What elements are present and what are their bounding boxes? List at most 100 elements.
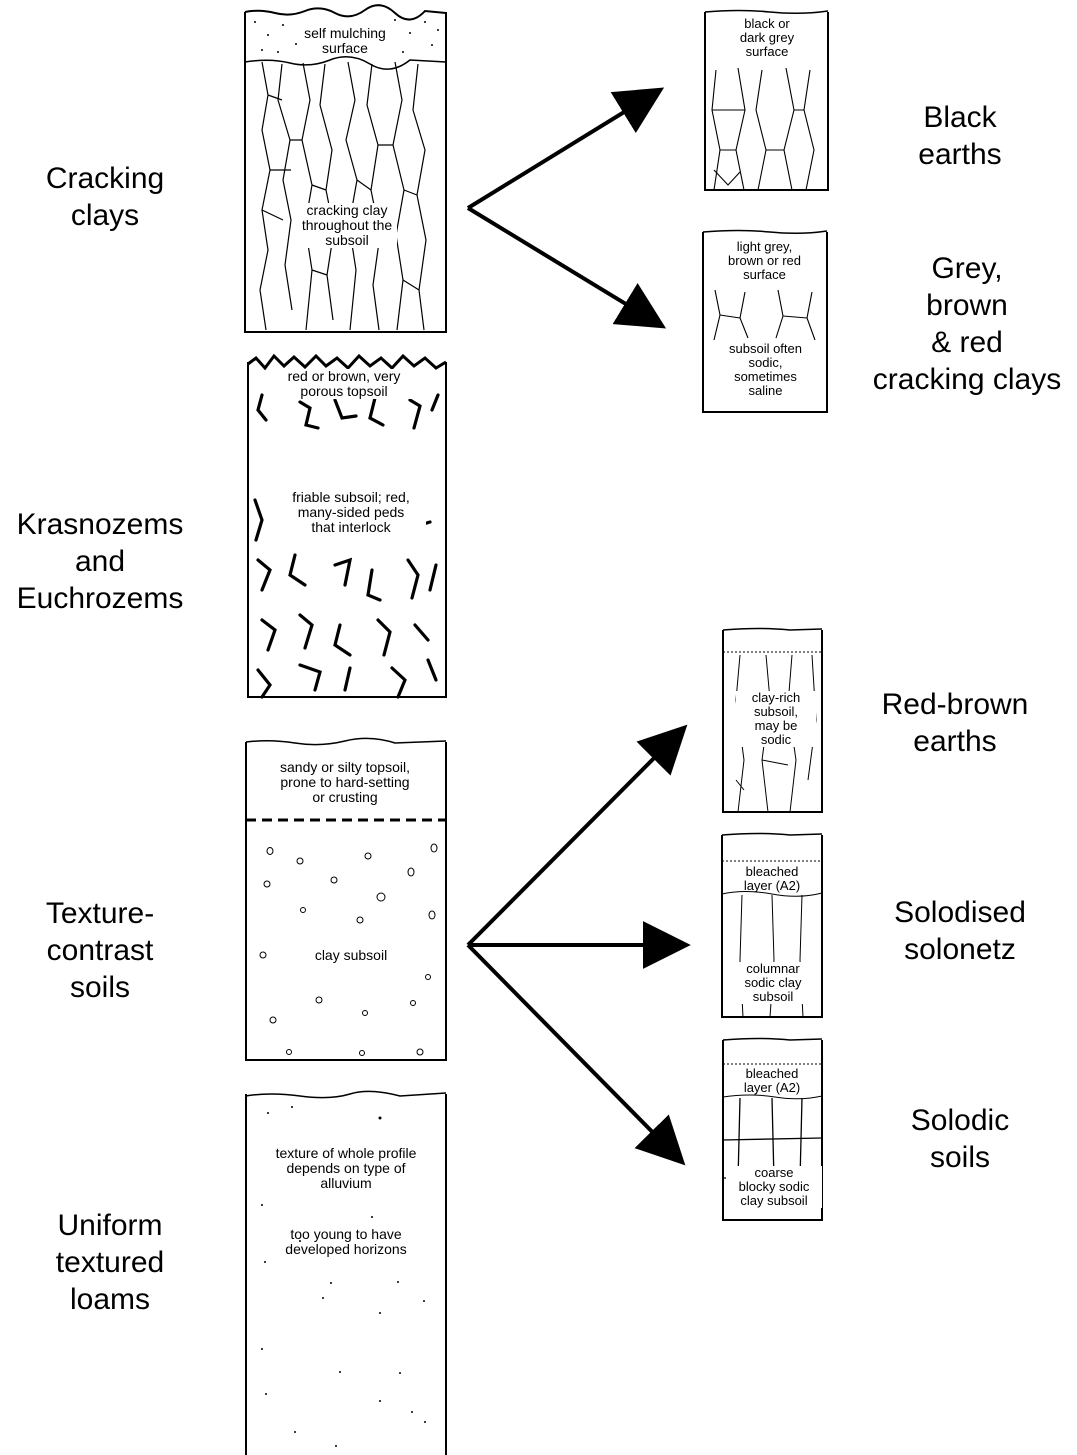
text-line: clay-rich bbox=[751, 690, 801, 705]
text-line: coarse bbox=[754, 1165, 794, 1180]
arrow-to-solodic-soils bbox=[466, 943, 686, 1166]
grey-cracking-clay-profile bbox=[702, 229, 828, 413]
label-line: earths bbox=[913, 725, 997, 758]
text-line: layer (A2) bbox=[743, 1080, 801, 1095]
text-line: may be bbox=[754, 718, 798, 733]
text-line: sandy or silty topsoil, bbox=[280, 759, 410, 775]
text-line: columnar bbox=[746, 961, 800, 976]
group-label-krasnozems: Krasnozems and Euchrozems bbox=[0, 506, 200, 617]
label-line: soils bbox=[929, 1141, 990, 1174]
label-line: Red-brown bbox=[881, 688, 1029, 721]
text-line: throughout the bbox=[301, 217, 393, 233]
grey-cracking-subsoil-text: subsoil often sodic, sometimes saline bbox=[707, 342, 824, 398]
black-earths-surface-text: black or dark grey surface bbox=[711, 17, 823, 59]
text-line: sodic bbox=[760, 732, 792, 747]
cracking-surface-text: self mulching surface bbox=[270, 26, 420, 56]
text-line: friable subsoil; red, bbox=[292, 489, 410, 505]
text-line: or crusting bbox=[312, 789, 378, 805]
text-line: sodic, bbox=[748, 355, 783, 370]
text-line: depends on type of bbox=[286, 1160, 406, 1176]
solodised-bleached-text: bleached layer (A2) bbox=[724, 865, 820, 893]
group-label-texture-contrast: Texture- contrast soils bbox=[0, 895, 200, 1006]
label-line: & red bbox=[931, 326, 1003, 359]
label-line: Cracking bbox=[45, 162, 165, 195]
label-line: loams bbox=[69, 1283, 151, 1316]
text-line: subsoil, bbox=[753, 704, 799, 719]
text-line: clay subsoil bbox=[740, 1193, 808, 1208]
text-line: alluvium bbox=[320, 1175, 372, 1191]
text-line: too young to have bbox=[290, 1226, 402, 1242]
label-line: Solodised bbox=[894, 896, 1026, 929]
red-brown-subsoil-text: clay-rich subsoil, may be sodic bbox=[736, 691, 816, 747]
label-line: Uniform bbox=[57, 1209, 163, 1242]
solodic-subsoil-text: coarse blocky sodic clay subsoil bbox=[726, 1166, 822, 1208]
uniform-lower-text: too young to have developed horizons bbox=[262, 1227, 430, 1257]
solodised-subsoil-text: columnar sodic clay subsoil bbox=[730, 962, 816, 1004]
text-line: prone to hard-setting bbox=[280, 774, 410, 790]
black-earths-profile bbox=[704, 9, 829, 191]
text-line: saline bbox=[748, 383, 783, 398]
text-line: red or brown, very bbox=[287, 368, 401, 384]
label-line: earths bbox=[918, 138, 1002, 171]
subgroup-label-solodised-solonetz: Solodised solonetz bbox=[880, 894, 1040, 968]
label-line: solonetz bbox=[904, 933, 1016, 966]
solodic-bleached-text: bleached layer (A2) bbox=[724, 1067, 820, 1095]
text-line: developed horizons bbox=[285, 1241, 407, 1257]
text-line: dark grey bbox=[739, 30, 795, 45]
subgroup-label-grey-cracking-clays: Grey, brown & red cracking clays bbox=[862, 250, 1072, 398]
text-line: self mulching bbox=[304, 25, 386, 41]
subgroup-label-black-earths: Black earths bbox=[880, 99, 1040, 173]
text-line: sometimes bbox=[734, 369, 797, 384]
text-line: porous topsoil bbox=[300, 383, 388, 399]
label-line: clays bbox=[70, 199, 140, 232]
krasnozem-topsoil-text: red or brown, very porous topsoil bbox=[268, 369, 420, 399]
text-line: brown or red bbox=[728, 253, 801, 268]
arrow-to-black-earths bbox=[466, 87, 665, 210]
label-line: and bbox=[74, 545, 126, 578]
text-line: bleached bbox=[745, 1066, 799, 1081]
label-line: Grey, bbox=[931, 252, 1003, 285]
subgroup-label-red-brown-earths: Red-brown earths bbox=[870, 686, 1040, 760]
label-line: Texture- bbox=[45, 897, 155, 930]
text-line: surface bbox=[745, 44, 789, 59]
text-line: many-sided peds bbox=[297, 504, 405, 520]
label-line: contrast bbox=[46, 934, 154, 967]
text-line: black or bbox=[744, 16, 790, 31]
text-line: layer (A2) bbox=[743, 878, 801, 893]
text-line: clay subsoil bbox=[314, 947, 388, 963]
group-label-uniform-loams: Uniform textured loams bbox=[15, 1207, 205, 1318]
texture-contrast-topsoil-text: sandy or silty topsoil, prone to hard-se… bbox=[250, 760, 440, 805]
grey-cracking-surface-text: light grey, brown or red surface bbox=[707, 240, 822, 282]
classification-arrows bbox=[466, 87, 691, 1166]
text-line: light grey, bbox=[736, 239, 793, 254]
uniform-loam-profile bbox=[245, 1090, 447, 1455]
label-line: cracking clays bbox=[872, 363, 1062, 396]
text-line: texture of whole profile bbox=[275, 1145, 417, 1161]
text-line: blocky sodic bbox=[738, 1179, 810, 1194]
text-line: sodic clay bbox=[744, 975, 802, 990]
text-line: subsoil often bbox=[729, 341, 802, 356]
texture-contrast-profile bbox=[245, 737, 447, 1061]
arrow-to-grey-cracking-clays bbox=[466, 206, 667, 329]
text-line: bleached bbox=[745, 864, 799, 879]
text-line: subsoil bbox=[325, 232, 369, 248]
text-line: surface bbox=[743, 267, 786, 282]
label-line: Krasnozems bbox=[16, 508, 184, 541]
krasnozem-subsoil-text: friable subsoil; red, many-sided peds th… bbox=[276, 490, 426, 535]
label-line: soils bbox=[69, 971, 130, 1004]
text-line: cracking clay bbox=[306, 202, 388, 218]
label-line: textured bbox=[55, 1246, 165, 1279]
label-line: Solodic bbox=[910, 1104, 1010, 1137]
text-line: that interlock bbox=[311, 519, 391, 535]
text-line: subsoil bbox=[752, 989, 794, 1004]
text-line: surface bbox=[322, 40, 368, 56]
group-label-cracking-clays: Cracking clays bbox=[10, 160, 200, 234]
texture-contrast-subsoil-text: clay subsoil bbox=[296, 948, 406, 963]
label-line: brown bbox=[926, 289, 1008, 322]
subgroup-label-solodic-soils: Solodic soils bbox=[880, 1102, 1040, 1176]
cracking-subsoil-text: cracking clay throughout the subsoil bbox=[297, 203, 397, 248]
label-line: Black bbox=[923, 101, 997, 134]
uniform-upper-text: texture of whole profile depends on type… bbox=[252, 1146, 440, 1191]
